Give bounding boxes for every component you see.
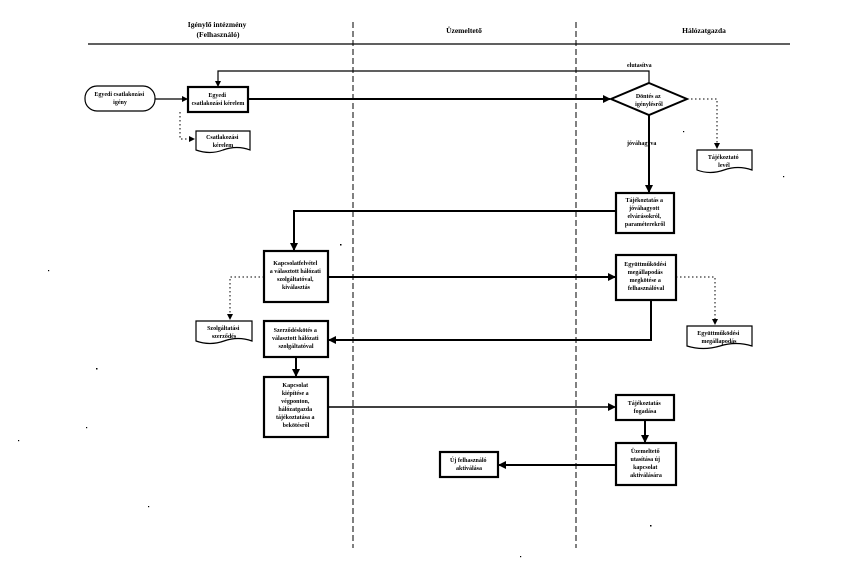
dotted-agreement-to-doc — [676, 276, 718, 325]
start-label: Egyedi csatlakozási igény — [94, 92, 145, 106]
lane-header-operator: Üzemeltető — [446, 26, 482, 35]
document-info-label: Tájékoztató levél — [708, 155, 740, 169]
accept-process — [614, 393, 676, 422]
scan-specks — [18, 131, 785, 558]
document-agreement — [686, 325, 753, 350]
arrow-notify-to-contact — [290, 210, 616, 251]
notify-label: Tájékoztatás a jóváhagyott elvárásokról,… — [625, 198, 666, 228]
arrow-rejected-loop — [215, 70, 650, 87]
contract-label: Szerződéskötés a választott hálózati szo… — [272, 328, 320, 350]
document-agreement-label: Együttműködési megállapodás — [697, 331, 741, 345]
document-request-label: Csatlakozási kérelem — [206, 135, 240, 149]
start-terminal — [84, 85, 156, 112]
label-approved: jóváhagyva — [626, 141, 656, 147]
agreement-label: Együttműködési megállapodás megkötése a … — [624, 262, 668, 292]
dotted-decision-to-letter — [687, 98, 720, 149]
contract-process — [262, 319, 330, 359]
dotted-contact-to-contract-doc — [227, 276, 264, 320]
document-info-letter — [696, 149, 753, 174]
notify-process — [614, 191, 676, 235]
contact-label: Kapcsolatfelvétel a választott hálózati … — [270, 261, 323, 291]
agreement-process — [614, 253, 678, 302]
endpoint-label: Új felhasználó aktiválása — [450, 456, 488, 472]
arrow-agreement-to-contract — [328, 300, 652, 344]
decision-label: Döntés az igénylésről — [635, 94, 663, 108]
endpoint-process — [438, 450, 500, 479]
contact-process — [262, 249, 330, 304]
request-label: Egyedi csatlakozási kérelem — [192, 93, 245, 107]
activate-label: Üzemeltető utasítása új kapcsolat aktivá… — [630, 448, 662, 479]
lane-header-user: Igénylő intézmény (Felhasználó) — [188, 20, 248, 39]
lane-header-network-owner: Hálózatgazda — [682, 26, 726, 35]
document-request — [195, 130, 251, 154]
accept-label: Tájékoztatás fogadása — [628, 401, 663, 415]
document-contract — [195, 320, 253, 345]
document-contract-label: Szolgáltatási szerződés — [207, 326, 241, 340]
request-process — [186, 85, 250, 114]
label-rejected: elutasítva — [627, 63, 652, 69]
dotted-request-to-document — [179, 112, 195, 142]
install-label: Kapcsolat kiépítése a végponton, hálózat… — [276, 383, 316, 429]
